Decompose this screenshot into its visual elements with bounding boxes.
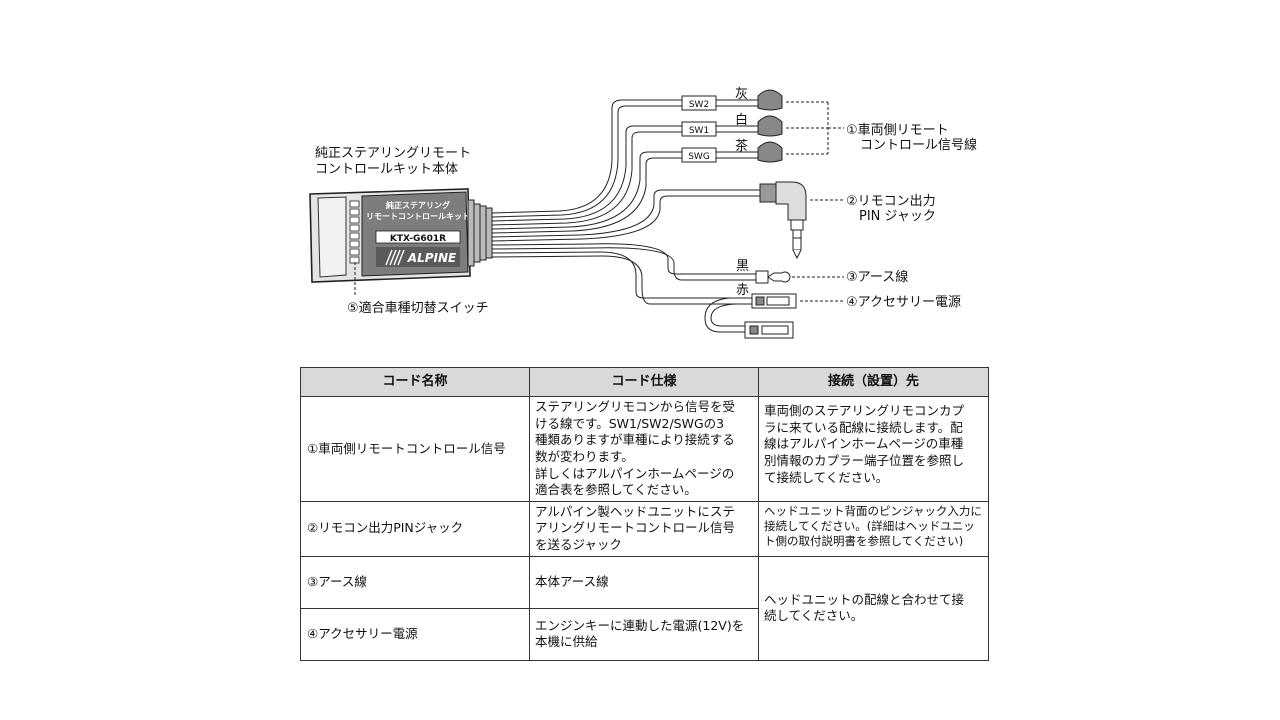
acc-connector xyxy=(751,293,797,309)
cable-bundle xyxy=(491,99,760,333)
unit-label-line-2: コントロールキット本体 xyxy=(315,162,458,177)
wire-color-black: 黒 xyxy=(736,259,749,274)
model-number: KTX-G601R xyxy=(390,234,446,244)
dest-line: ラに来ている配線に接続します。配 xyxy=(764,419,963,435)
table-row: ③アース線 本体アース線 ヘッドユニットの配線と合わせて接 続してください。 xyxy=(300,555,989,661)
spec-line: ステアリングリモコンから信号を受 xyxy=(535,399,736,414)
dest-line: 続してください。 xyxy=(764,608,864,624)
dest-line: 別情報のカプラー端子位置を参照し xyxy=(764,452,965,468)
spec-line: ける線です。SW1/SW2/SWGの3 xyxy=(535,415,725,431)
cell-name: ①車両側リモートコントロール信号 xyxy=(300,396,530,502)
cell-spec: 本体アース線 xyxy=(529,555,759,609)
cell-destination-shared: ヘッドユニットの配線と合わせて接 続してください。 xyxy=(758,555,989,661)
cell-spec: エンジンキーに連動した電源(12V)を 本機に供給 xyxy=(529,607,759,661)
switch-label: ⑤適合車種切替スイッチ xyxy=(347,300,489,316)
pin-jack-plug xyxy=(759,181,807,260)
header-cord-spec: コード仕様 xyxy=(529,367,759,397)
spec-line: 本体アース線 xyxy=(535,573,609,589)
wire-color-brown: 茶 xyxy=(735,138,748,154)
spec-line: 本機に供給 xyxy=(535,634,598,650)
dip-switch xyxy=(349,200,360,264)
cell-destination: 車両側のステアリングリモコンカプ ラに来ている配線に接続します。配 線はアルパイ… xyxy=(758,396,989,502)
callout-2-line-2: PIN ジャック xyxy=(859,209,936,224)
spec-line: 適合表を参照してください。 xyxy=(535,482,697,498)
table-row: ①車両側リモートコントロール信号 ステアリングリモコンから信号を受 ける線です。… xyxy=(300,396,989,502)
wire-tag-swg: SWG xyxy=(681,147,717,163)
callout-2-line-1: ②リモコン出力 xyxy=(846,194,936,209)
header-cord-name: コード名称 xyxy=(300,367,530,397)
spec-line: 詳しくはアルパインホームページの xyxy=(535,465,735,481)
cell-name: ③アース線 xyxy=(300,555,530,609)
dest-line: ヘッドユニットの配線と合わせて接 xyxy=(764,591,965,607)
wire-color-red: 赤 xyxy=(736,283,749,298)
box-text-line-1: 純正ステアリング xyxy=(386,200,450,210)
wire-color-white: 白 xyxy=(735,112,748,128)
signal-wire-terminals xyxy=(757,89,783,163)
acc-second-connector xyxy=(744,321,794,339)
cord-spec-table: コード名称 コード仕様 接続（設置）先 ①車両側リモートコントロール信号 ステア… xyxy=(300,367,989,661)
svg-text:SWG: SWG xyxy=(688,152,710,162)
cell-spec: ステアリングリモコンから信号を受 ける線です。SW1/SW2/SWGの3 種類あ… xyxy=(529,396,759,502)
spec-line: アリングリモートコントロール信号 xyxy=(535,520,736,536)
dest-line: 線はアルパインホームページの車種 xyxy=(764,436,964,452)
spec-line: アルパイン製ヘッドユニットにステ xyxy=(535,503,735,519)
header-destination: 接続（設置）先 xyxy=(758,367,989,397)
spec-line: を送るジャック xyxy=(535,537,622,552)
callout-3: ③アース線 xyxy=(846,269,908,285)
dest-line: 接続してください。(詳細はヘッドユニッ xyxy=(764,519,975,534)
cell-name: ④アクセサリー電源 xyxy=(300,607,530,661)
callout-1-line-2: コントロール信号線 xyxy=(860,137,977,153)
spec-line: エンジンキーに連動した電源(12V)を xyxy=(535,617,745,633)
box-text-line-2: リモートコントロールキット xyxy=(366,212,470,221)
ground-terminal xyxy=(755,270,791,284)
callout-1-line-1: ①車両側リモート xyxy=(846,123,949,138)
control-kit-unit: 純正ステアリング リモートコントロールキット KTX-G601R ALPINE xyxy=(309,188,493,283)
wire-color-gray: 灰 xyxy=(735,87,748,102)
svg-text:SW1: SW1 xyxy=(689,126,709,136)
dest-line: て接続してください。 xyxy=(764,469,889,485)
wire-tag-sw2: SW2 xyxy=(681,95,717,111)
table-header-row: コード名称 コード仕様 接続（設置）先 xyxy=(300,367,989,397)
cell-spec: アルパイン製ヘッドユニットにステ アリングリモートコントロール信号 を送るジャッ… xyxy=(529,500,759,557)
wiring-diagram: 純正ステアリングリモート コントロールキット本体 純正ステアリング リモートコン… xyxy=(309,87,977,339)
table-row: ②リモコン出力PINジャック アルパイン製ヘッドユニットにステ アリングリモート… xyxy=(300,500,989,557)
cell-name: ②リモコン出力PINジャック xyxy=(300,500,530,557)
wire-tag-sw1: SW1 xyxy=(681,121,717,137)
dest-line: ト側の取付説明書を参照してください) xyxy=(764,534,964,549)
dest-line: ヘッドユニット背面のピンジャック入力に xyxy=(764,503,982,518)
svg-text:SW2: SW2 xyxy=(689,100,709,110)
spec-line: 種類ありますが車種により接続する xyxy=(535,432,735,448)
callout-4: ④アクセサリー電源 xyxy=(846,295,961,310)
unit-label-line-1: 純正ステアリングリモート xyxy=(315,146,471,161)
alpine-logo: ALPINE xyxy=(407,251,457,265)
spec-line: 数が変わります。 xyxy=(535,448,634,464)
cell-destination: ヘッドユニット背面のピンジャック入力に 接続してください。(詳細はヘッドユニッ … xyxy=(758,500,989,557)
table-row: ④アクセサリー電源 エンジンキーに連動した電源(12V)を 本機に供給 xyxy=(300,607,989,661)
dest-line: 車両側のステアリングリモコンカプ xyxy=(764,403,965,418)
